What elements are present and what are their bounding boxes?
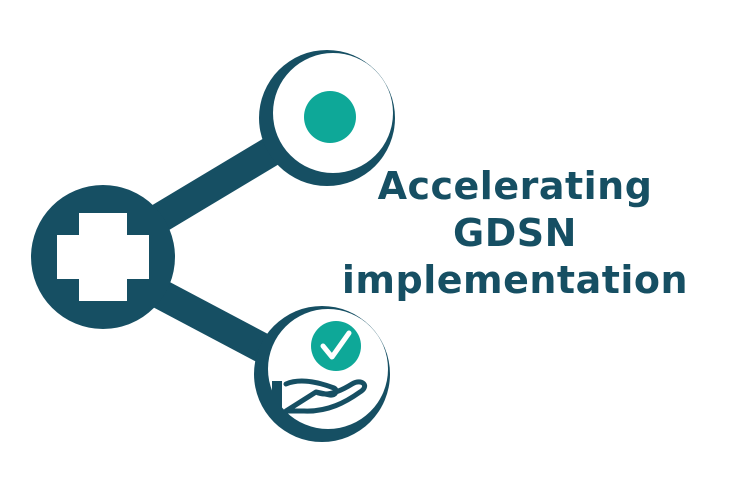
title-line-2: GDSN bbox=[453, 211, 577, 255]
title-line-3: implementation bbox=[341, 258, 689, 302]
title-line-1: Accelerating bbox=[377, 164, 653, 208]
plus-cross-icon bbox=[57, 213, 149, 301]
bottom-node bbox=[254, 306, 390, 442]
hub-node bbox=[31, 185, 175, 329]
top-node bbox=[259, 50, 395, 186]
open-hand-icon bbox=[272, 378, 367, 414]
check-badge-icon bbox=[311, 321, 361, 371]
teal-dot-icon bbox=[304, 91, 356, 143]
title-text: Accelerating GDSN implementation bbox=[330, 163, 700, 304]
